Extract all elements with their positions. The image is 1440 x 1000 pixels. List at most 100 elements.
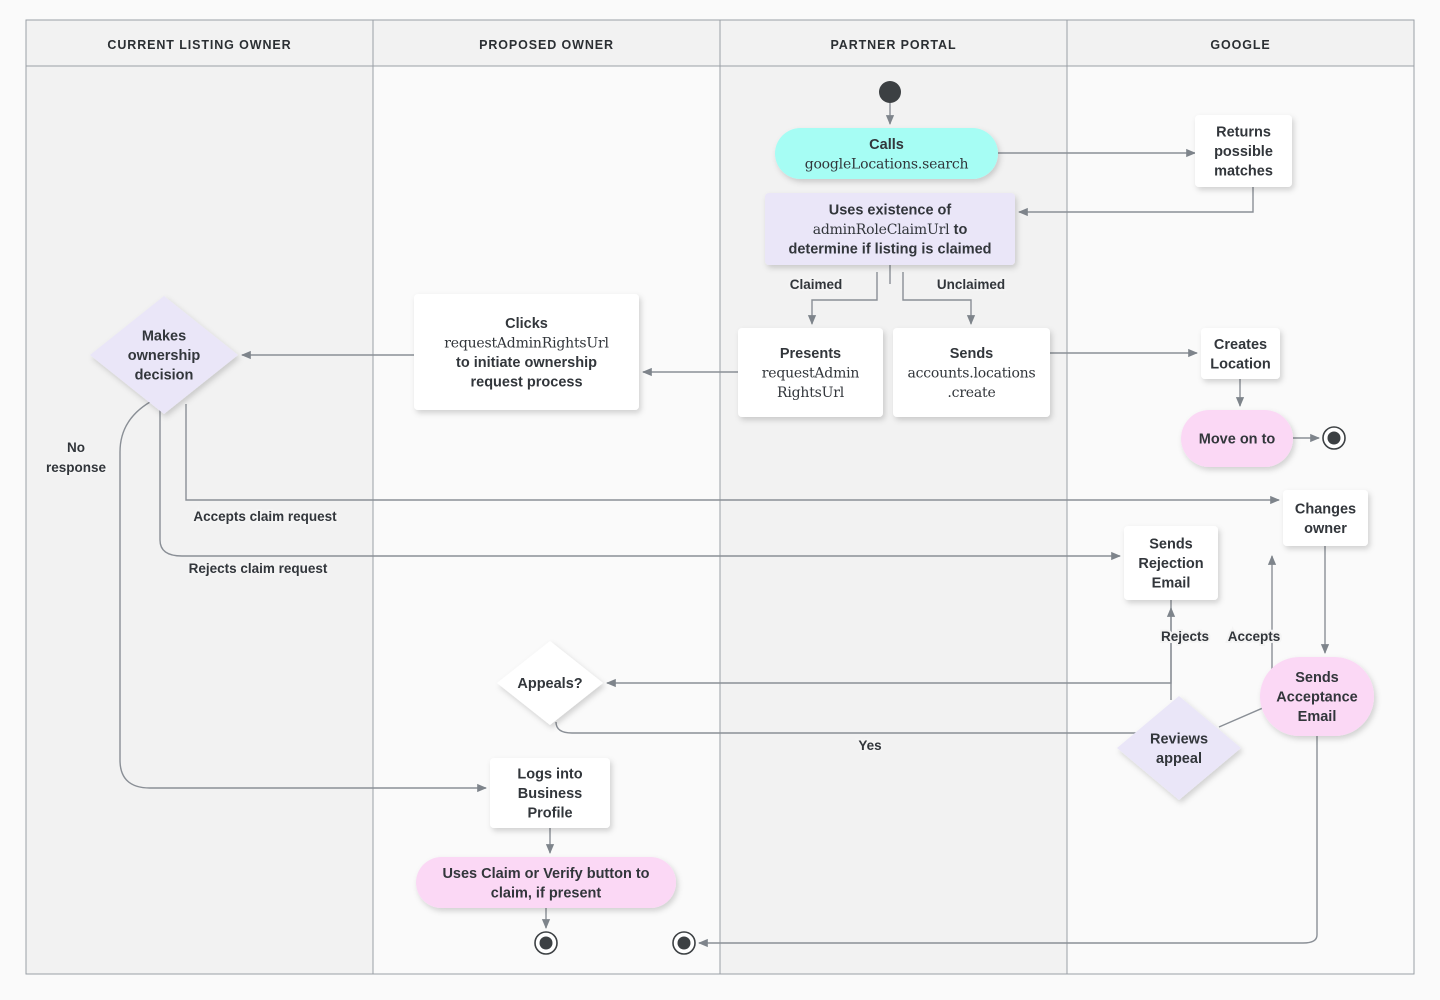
edge-label-unclaimed: Unclaimed [937,277,1005,292]
node-line: Rejection [1138,556,1203,572]
node-end-proposed[interactable] [534,931,558,955]
node-line: Sends [1149,537,1193,553]
node-line: Move on to [1199,432,1276,448]
node-shape-rect [1201,328,1280,379]
node-line: Uses Claim or Verify button to [442,866,649,882]
node-line: determine if listing is claimed [788,242,991,258]
start-node-icon [879,81,901,103]
edge-label-rejects-claim: Rejects claim request [189,561,328,576]
flow-connectors [119,103,1330,948]
node-shape-rect [1283,490,1368,546]
node-shape-pill [1181,410,1293,467]
node-line: Email [1298,709,1337,725]
node-line: Logs into [517,767,582,783]
node-line: googleLocations.search [805,156,969,172]
node-shape-rect [738,328,883,417]
e-makes-rejects [159,404,1121,561]
end-node-icon [677,936,691,950]
node-sends-create[interactable]: Sends accounts.locations .create [893,328,1050,417]
edge-label-yes: Yes [858,738,881,753]
node-shape-rect [1195,115,1292,187]
lane-body-current-listing-owner [25,65,374,975]
lane-header-google [1066,19,1415,67]
node-line: to initiate ownership [456,355,597,371]
node-uses-claim[interactable]: Uses Claim or Verify button to claim, if … [416,857,676,908]
node-line: claim, if present [491,885,602,901]
node-line: Acceptance [1276,690,1357,706]
node-line: Profile [527,806,572,822]
edge-label-rejects: Rejects [1161,629,1209,644]
flow-nodes: Calls googleLocations.search Returns possib… [90,81,1374,955]
node-line: adminRoleClaimUrl to [813,222,968,238]
node-line: Returns [1216,125,1271,141]
node-line: possible [1214,144,1273,160]
node-line: Appeals? [517,676,582,692]
node-shape-diamond [1117,696,1241,800]
node-returns-matches[interactable]: Returns possible matches [1195,115,1292,187]
end-node-icon [539,936,553,950]
e-appeals-yes [555,721,1151,742]
node-end-google[interactable] [1322,426,1346,450]
node-shape-rect [490,758,610,828]
lane-header-current-listing-owner [25,19,374,67]
node-line: Sends [950,346,994,362]
e-returns-uses [1018,187,1254,217]
e-makes-accepts [185,404,1280,505]
node-line: .create [947,385,995,401]
node-line: Creates [1214,337,1267,353]
node-line: Reviews [1150,731,1208,747]
node-line: Changes [1295,501,1356,517]
e-fork-claimed [807,272,878,325]
node-end-partner[interactable] [672,931,696,955]
node-line: accounts.locations [908,366,1036,382]
node-line: matches [1214,164,1273,180]
node-line: Email [1152,576,1191,592]
e-makes-noresp [119,401,487,793]
lane-title-current-listing-owner: CURRENT LISTING OWNER [107,38,291,52]
node-start[interactable] [879,81,901,103]
node-line: requestAdminRightsUrl [444,335,609,351]
node-shape-diamond [497,641,603,725]
node-shape-rect [1124,526,1218,600]
node-line: RightsUrl [777,385,845,401]
node-uses-existence[interactable]: Uses existence of adminRoleClaimUrl to det… [765,193,1015,265]
node-move-on-to[interactable]: Move on to [1181,410,1293,467]
node-line: Clicks [505,316,548,332]
lane-title-google: GOOGLE [1210,38,1270,52]
node-line: owner [1304,521,1347,537]
lane-title-partner-portal: PARTNER PORTAL [830,38,956,52]
node-shape-diamond [90,296,238,414]
node-line: Uses existence of [829,203,952,219]
node-line: Sends [1295,670,1339,686]
node-shape-rect [893,328,1050,417]
node-shape-pill [416,857,676,908]
end-node-icon [1327,431,1341,445]
node-line: Business [518,786,582,802]
node-shape-pill [1260,657,1374,736]
node-line: request process [470,374,582,390]
node-line: Calls [869,137,904,153]
lane-title-proposed-owner: PROPOSED OWNER [479,38,614,52]
node-line: requestAdmin [762,366,860,382]
edge-label-no-response-1: No [67,440,85,455]
edge-label-claimed: Claimed [790,277,843,292]
edge-label-accepts: Accepts [1228,629,1281,644]
node-shape-rect [414,294,639,410]
node-appeals[interactable]: Appeals? [497,641,603,725]
node-line: Presents [780,346,841,362]
node-line: Location [1210,356,1270,372]
node-calls-search[interactable]: Calls googleLocations.search [775,128,998,179]
node-clicks-url[interactable]: Clicks requestAdminRightsUrl to initiate o… [414,294,639,410]
node-presents-url[interactable]: Presents requestAdminRightsUrl [738,328,883,417]
node-line: Makes [142,329,186,345]
node-changes-owner[interactable]: Changes owner [1283,490,1368,546]
